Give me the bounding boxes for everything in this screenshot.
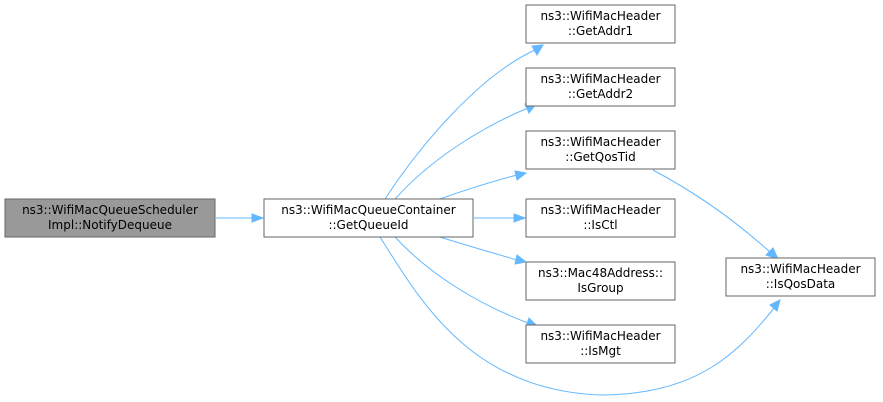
edge-get-queue-id-to-is-group [439, 236, 518, 261]
node-is-group[interactable]: ns3::Mac48Address:: IsGroup [525, 261, 676, 301]
node-label-line2: ::GetAddr1 [568, 24, 633, 38]
edge-get-queue-id-to-get-qos-tid [439, 174, 518, 200]
node-label-line1: ns3::WifiMacHeader [540, 203, 660, 217]
node-get-addr1[interactable]: ns3::WifiMacHeader ::GetAddr1 [525, 4, 676, 44]
arrowhead [765, 247, 779, 260]
node-label-line2: IsGroup [577, 281, 623, 295]
node-label-line1: ns3::WifiMacQueueScheduler [22, 203, 198, 217]
node-label-line2: ::IsQosData [766, 277, 836, 291]
node-notify-dequeue[interactable]: ns3::WifiMacQueueScheduler Impl::NotifyD… [4, 198, 216, 238]
arrowhead [514, 254, 528, 265]
node-label-line2: ::GetQueueId [328, 218, 408, 232]
nodes: ns3::WifiMacQueueScheduler Impl::NotifyD… [4, 4, 876, 364]
node-label-line2: ::IsMgt [580, 344, 621, 358]
edge-get-queue-id-to-is-qos-data [379, 236, 776, 396]
node-is-ctl[interactable]: ns3::WifiMacHeader ::IsCtl [525, 198, 676, 238]
arrowhead [513, 213, 527, 223]
edge-get-queue-id-to-get-addr2 [394, 107, 529, 200]
node-label-line1: ns3::WifiMacHeader [540, 72, 660, 86]
arrowhead [514, 170, 528, 181]
node-label-line1: ns3::WifiMacHeader [540, 135, 660, 149]
node-is-qos-data[interactable]: ns3::WifiMacHeader ::IsQosData [725, 257, 876, 297]
node-is-mgt[interactable]: ns3::WifiMacHeader ::IsMgt [525, 324, 676, 364]
node-label-line1: ns3::WifiMacHeader [540, 9, 660, 23]
edge-get-queue-id-to-get-addr1 [384, 49, 536, 200]
edge-get-queue-id-to-is-mgt [394, 236, 529, 324]
node-label-line2: ::GetQosTid [565, 150, 635, 164]
edges [216, 44, 781, 396]
node-label-line2: Impl::NotifyDequeue [48, 218, 172, 232]
node-get-addr2[interactable]: ns3::WifiMacHeader ::GetAddr2 [525, 67, 676, 107]
node-label-line2: ::IsCtl [583, 218, 617, 232]
node-label-line1: ns3::Mac48Address:: [538, 266, 663, 280]
node-get-queue-id[interactable]: ns3::WifiMacQueueContainer ::GetQueueId [263, 198, 474, 238]
arrowhead [531, 44, 544, 56]
arrowhead [769, 299, 781, 312]
node-label-line1: ns3::WifiMacHeader [740, 262, 860, 276]
node-label-line1: ns3::WifiMacHeader [540, 329, 660, 343]
edge-get-qos-tid-to-is-qos-data [652, 169, 771, 253]
node-label-line1: ns3::WifiMacQueueContainer [281, 203, 456, 217]
node-get-qos-tid[interactable]: ns3::WifiMacHeader ::GetQosTid [525, 130, 676, 170]
node-label-line2: ::GetAddr2 [568, 87, 633, 101]
arrowhead [251, 213, 265, 223]
